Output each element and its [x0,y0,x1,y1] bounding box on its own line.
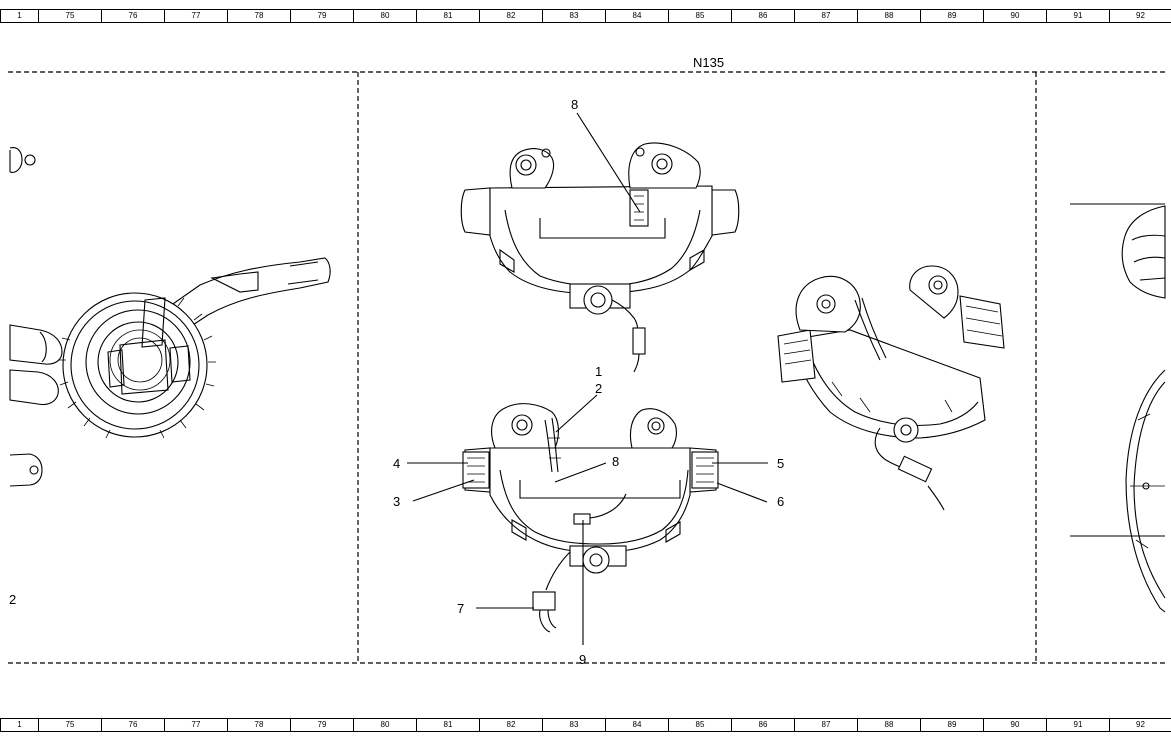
sensor-frame-top-view [460,142,740,373]
ruler-cell: 75 [38,719,101,731]
ruler-cell: 83 [542,10,605,22]
ruler-cell: 76 [101,10,164,22]
ruler-cell: 91 [1046,719,1109,731]
edge-part-label: 2 [9,592,16,607]
callout-label-9: 9 [579,652,586,667]
ruler-cell: 82 [479,719,542,731]
ruler-cell: 86 [731,10,794,22]
ruler-cell: 90 [983,719,1046,731]
ruler-cell-first: 1 [0,719,38,731]
section-title: N135 [693,55,724,70]
ruler-cell: 77 [164,719,227,731]
ruler-cell: 80 [353,10,416,22]
callout-leaders [407,112,768,645]
ruler-cell: 79 [290,10,353,22]
ruler-cell: 84 [605,10,668,22]
ruler-cell: 88 [857,719,920,731]
top-grid-ruler: 1 75 76 77 78 79 80 81 82 83 84 85 86 87… [0,9,1171,23]
ruler-cell: 91 [1046,10,1109,22]
ruler-cell: 78 [227,719,290,731]
bottom-grid-ruler: 1 75 76 77 78 79 80 81 82 83 84 85 86 87… [0,718,1171,732]
callout-label-1: 1 [595,364,602,379]
callout-label-7: 7 [457,601,464,616]
ruler-cell-first: 1 [0,10,38,22]
ruler-cell: 83 [542,719,605,731]
ruler-cell: 89 [920,10,983,22]
ruler-cell: 92 [1109,719,1171,731]
ruler-cell: 77 [164,10,227,22]
ruler-cell: 76 [101,719,164,731]
ruler-cell: 80 [353,719,416,731]
callout-label-3: 3 [393,494,400,509]
ruler-cell: 86 [731,719,794,731]
sensor-frame-bottom-view [462,403,719,633]
ruler-cell: 90 [983,10,1046,22]
ruler-cell: 89 [920,719,983,731]
callout-labels: 8 1 2 4 8 5 3 6 7 9 [393,97,784,667]
ruler-cell: 87 [794,719,857,731]
callout-label-top-8: 8 [571,97,578,112]
section-frame [8,71,1165,664]
steering-wheel-partial-drawing [1070,203,1166,613]
ruler-cell: 85 [668,10,731,22]
ruler-cell: 82 [479,10,542,22]
callout-label-8: 8 [612,454,619,469]
sensor-isometric-view [777,265,1005,511]
callout-label-5: 5 [777,456,784,471]
callout-label-4: 4 [393,456,400,471]
ruler-cell: 88 [857,10,920,22]
ruler-cell: 81 [416,719,479,731]
steering-column-switch-drawing [9,147,331,487]
callout-label-2: 2 [595,381,602,396]
ruler-cell: 92 [1109,10,1171,22]
callout-label-6: 6 [777,494,784,509]
ruler-cell: 79 [290,719,353,731]
ruler-cell: 84 [605,719,668,731]
ruler-cell: 87 [794,10,857,22]
ruler-cell: 75 [38,10,101,22]
ruler-cell: 85 [668,719,731,731]
ruler-cell: 78 [227,10,290,22]
ruler-cell: 81 [416,10,479,22]
